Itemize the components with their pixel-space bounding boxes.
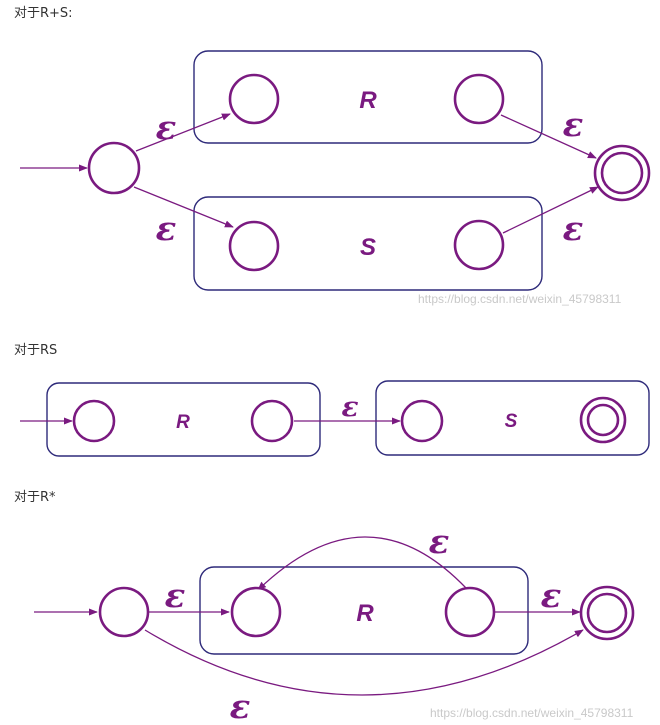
state-r-in (72, 399, 116, 443)
edge-loop-back (257, 536, 467, 591)
edge-s-to-final (502, 186, 599, 234)
edge-r-to-final (500, 114, 597, 159)
state-r-in (230, 586, 282, 638)
edge-start-to-s (133, 186, 234, 228)
heading-union: 对于R+S: (14, 6, 73, 21)
state-final-inner (600, 151, 644, 195)
union-diagram: R S ε ε ε ε (20, 50, 651, 291)
epsilon-label: ε (563, 209, 584, 249)
epsilon-label: ε (541, 576, 562, 616)
label-r: R (356, 600, 374, 627)
epsilon-label: ε (156, 209, 177, 249)
epsilon-label: ε (230, 687, 251, 725)
epsilon-label: ε (156, 108, 177, 148)
box-r (193, 50, 543, 144)
label-r: R (359, 87, 377, 114)
heading-star: 对于R* (14, 490, 56, 505)
state-s-out (453, 219, 505, 271)
epsilon-label: ε (165, 576, 186, 616)
label-s: S (360, 234, 376, 261)
epsilon-label: ε (341, 390, 358, 423)
box-r (46, 382, 321, 457)
label-s: S (505, 411, 518, 432)
state-s-in (228, 220, 280, 272)
edge-start-to-r (135, 113, 231, 152)
edge-skip (144, 629, 584, 696)
concat-diagram: R S ε (20, 380, 650, 457)
state-final-inner (586, 403, 620, 437)
box-r (199, 566, 529, 655)
label-r: R (176, 412, 190, 433)
state-r-in (228, 73, 280, 125)
box-s (193, 196, 543, 291)
state-s-in (400, 399, 444, 443)
state-r-out (444, 586, 496, 638)
state-start (87, 141, 141, 195)
state-start (98, 586, 150, 638)
state-final-inner (586, 592, 628, 634)
epsilon-label: ε (429, 522, 450, 562)
state-r-out (453, 73, 505, 125)
epsilon-label: ε (563, 105, 584, 145)
watermark-2: https://blog.csdn.net/weixin_45798311 (430, 706, 634, 720)
box-s (375, 380, 650, 456)
watermark-1: https://blog.csdn.net/weixin_45798311 (418, 292, 622, 306)
star-diagram: R ε ε ε ε (34, 522, 635, 725)
state-r-out (250, 399, 294, 443)
heading-concat: 对于RS (14, 343, 58, 358)
